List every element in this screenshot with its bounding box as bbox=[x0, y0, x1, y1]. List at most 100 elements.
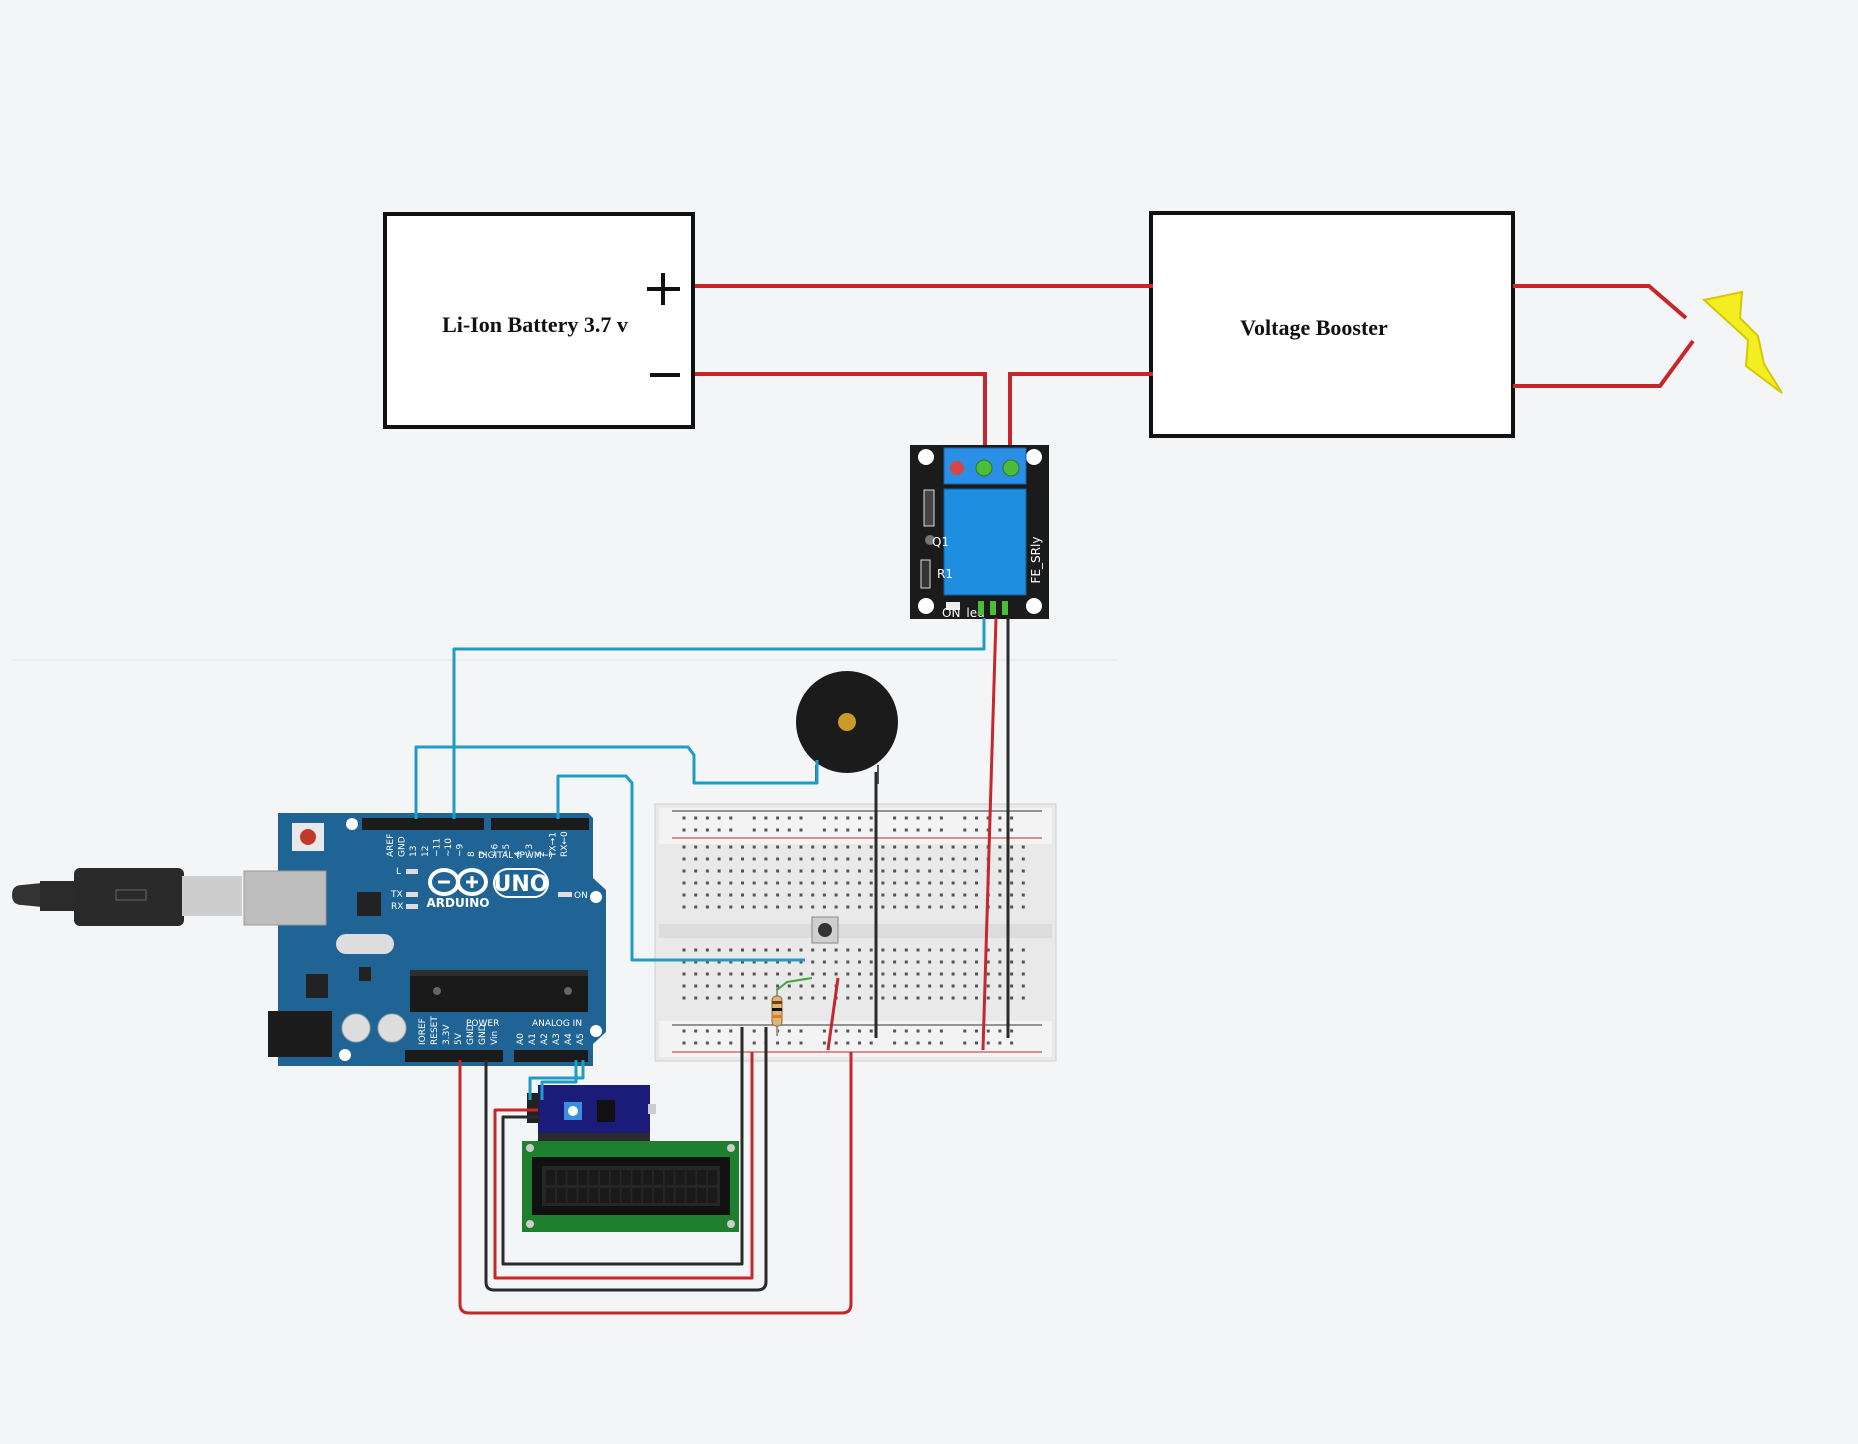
lcd-cell bbox=[708, 1170, 717, 1185]
arduino-pin-label: 3.3V bbox=[442, 1024, 452, 1045]
breadboard-hole bbox=[787, 816, 791, 820]
arduino-pin-label: TX→1 bbox=[548, 832, 558, 858]
breadboard-hole bbox=[869, 828, 873, 832]
lcd-cell bbox=[578, 1170, 588, 1185]
breadboard-hole bbox=[717, 972, 721, 976]
breadboard-hole bbox=[928, 996, 932, 1000]
breadboard-hole bbox=[717, 1029, 721, 1033]
breadboard-hole bbox=[717, 816, 721, 820]
breadboard-hole bbox=[916, 996, 920, 1000]
buzzer-center bbox=[838, 713, 856, 731]
breadboard-hole bbox=[717, 984, 721, 988]
breadboard-hole bbox=[834, 816, 838, 820]
breadboard-hole bbox=[998, 828, 1002, 832]
lcd-cell bbox=[643, 1188, 653, 1203]
breadboard-hole bbox=[834, 1029, 838, 1033]
digital-label: DIGITAL (PWM~) bbox=[478, 851, 553, 861]
usb-cable-tail bbox=[12, 883, 42, 907]
breadboard-hole bbox=[822, 960, 826, 964]
breadboard-hole bbox=[729, 845, 733, 849]
relay-mount-hole bbox=[1026, 598, 1042, 614]
lcd-cell bbox=[600, 1170, 609, 1185]
analog-header bbox=[514, 1050, 588, 1062]
breadboard-hole bbox=[764, 845, 768, 849]
wire-pin10-to-relay bbox=[452, 618, 986, 819]
breadboard-hole bbox=[939, 816, 943, 820]
breadboard-hole bbox=[951, 869, 955, 873]
breadboard-hole bbox=[799, 816, 803, 820]
breadboard-hole bbox=[869, 881, 873, 885]
breadboard-hole bbox=[834, 881, 838, 885]
breadboard-hole bbox=[1021, 984, 1025, 988]
wire-relay-vcc bbox=[981, 617, 998, 1051]
lcd-cell bbox=[708, 1188, 717, 1203]
arduino-pin-label: Vin bbox=[490, 1031, 500, 1045]
breadboard-hole bbox=[776, 869, 780, 873]
breadboard-hole bbox=[682, 816, 686, 820]
lcd-cell bbox=[578, 1188, 588, 1203]
breadboard-hole bbox=[787, 972, 791, 976]
arduino-pin-label: 13 bbox=[409, 846, 419, 857]
arduino-pin-label: ~3 bbox=[525, 844, 535, 857]
breadboard-hole bbox=[846, 845, 850, 849]
breadboard-hole bbox=[1010, 881, 1014, 885]
breadboard-hole bbox=[1010, 984, 1014, 988]
battery-box bbox=[383, 212, 695, 429]
breadboard-hole bbox=[811, 881, 815, 885]
power-header bbox=[405, 1050, 503, 1062]
breadboard-hole bbox=[741, 984, 744, 988]
breadboard-hole bbox=[799, 1041, 803, 1045]
breadboard-hole bbox=[881, 881, 885, 885]
breadboard-hole bbox=[834, 948, 838, 952]
lcd-cell bbox=[567, 1188, 577, 1203]
usb-port bbox=[243, 870, 327, 926]
breadboard-hole bbox=[729, 984, 733, 988]
breadboard-hole bbox=[717, 845, 721, 849]
push-button[interactable] bbox=[811, 916, 839, 944]
breadboard-hole bbox=[741, 972, 744, 976]
breadboard-hole bbox=[822, 972, 826, 976]
breadboard-hole bbox=[998, 905, 1002, 909]
push-button-cap[interactable] bbox=[818, 923, 832, 937]
breadboard-hole bbox=[787, 996, 791, 1000]
uno-badge bbox=[493, 868, 549, 898]
breadboard-hole bbox=[904, 869, 908, 873]
breadboard-hole bbox=[916, 984, 920, 988]
lcd-cell bbox=[675, 1188, 685, 1203]
breadboard-hole bbox=[729, 857, 733, 861]
lcd-cell bbox=[556, 1170, 566, 1185]
breadboard-hole bbox=[752, 845, 756, 849]
breadboard-hole bbox=[717, 869, 721, 873]
breadboard-hole bbox=[846, 972, 850, 976]
breadboard-hole bbox=[811, 857, 815, 861]
booster-label: Voltage Booster bbox=[1240, 315, 1388, 340]
breadboard-hole bbox=[1010, 948, 1014, 952]
breadboard-hole bbox=[893, 828, 897, 832]
breadboard-hole bbox=[705, 1029, 709, 1033]
breadboard-hole bbox=[869, 996, 873, 1000]
breadboard-hole bbox=[986, 948, 990, 952]
breadboard-hole bbox=[951, 996, 955, 1000]
breadboard-hole bbox=[764, 869, 768, 873]
wire-a5-to-i2c bbox=[528, 1060, 585, 1100]
wire-pin2-to-button bbox=[556, 774, 805, 962]
led-tx-label: TX bbox=[390, 890, 403, 900]
breadboard-hole bbox=[787, 948, 791, 952]
lcd-cell bbox=[621, 1170, 631, 1185]
breadboard-hole bbox=[881, 984, 885, 988]
breadboard-hole bbox=[846, 816, 850, 820]
battery-plus-terminal bbox=[647, 273, 680, 305]
breadboard-hole bbox=[846, 893, 850, 897]
breadboard-hole bbox=[752, 828, 756, 832]
reset-button-cap[interactable] bbox=[300, 829, 316, 845]
breadboard-hole bbox=[811, 845, 815, 849]
breadboard-hole bbox=[1010, 816, 1014, 820]
breadboard-hole bbox=[741, 905, 744, 909]
breadboard-hole bbox=[822, 881, 826, 885]
wire-lcd-vcc bbox=[493, 1052, 754, 1280]
breadboard-hole bbox=[951, 984, 955, 988]
lcd-cell bbox=[632, 1188, 642, 1203]
breadboard-hole bbox=[893, 816, 897, 820]
relay-on-led bbox=[946, 602, 960, 610]
